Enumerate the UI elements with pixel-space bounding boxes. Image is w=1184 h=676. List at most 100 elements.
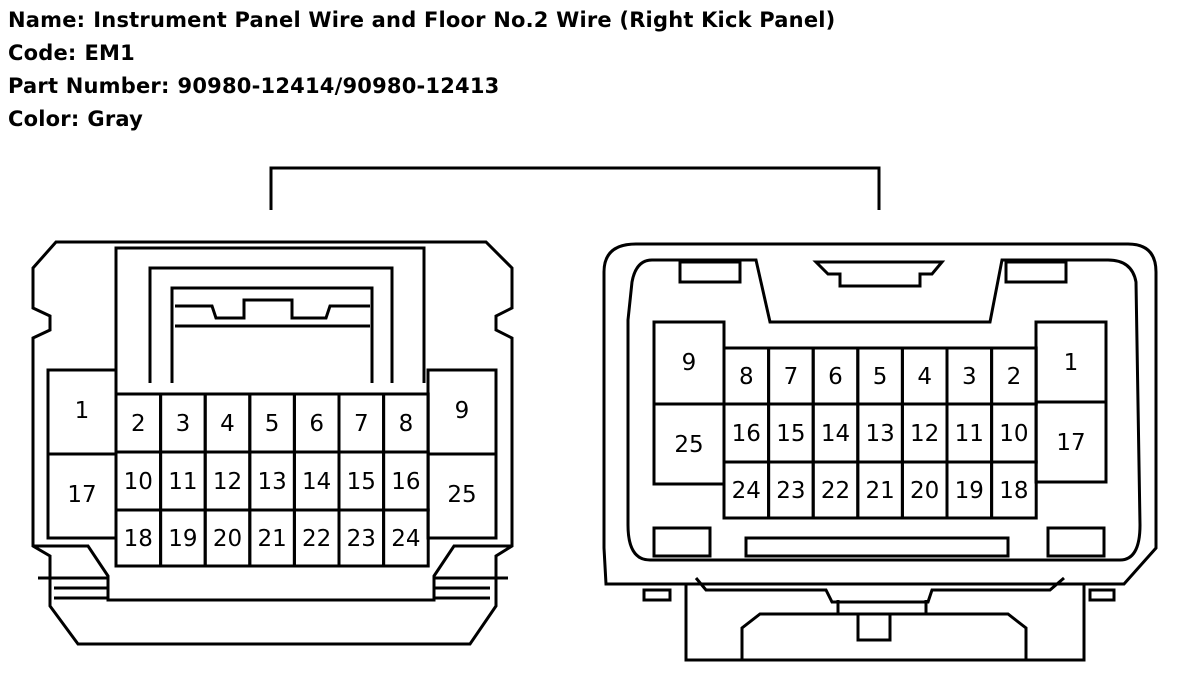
terminal-label: 19 — [955, 478, 984, 504]
name-value: Instrument Panel Wire and Floor No.2 Wir… — [93, 8, 836, 32]
code-line: Code: EM1 — [8, 37, 835, 70]
terminal-label: 25 — [674, 432, 703, 458]
terminal-9: 9 — [652, 320, 726, 406]
terminal-label: 6 — [309, 411, 324, 437]
terminal-label: 13 — [865, 421, 894, 447]
terminal-label: 10 — [999, 421, 1028, 447]
terminal-20: 20 — [203, 508, 252, 568]
terminal-18: 18 — [990, 460, 1038, 520]
terminal-2: 2 — [990, 346, 1038, 406]
terminal-23: 23 — [767, 460, 815, 520]
terminal-4: 4 — [900, 346, 949, 406]
part-number-value: 90980-12414/90980-12413 — [177, 74, 500, 98]
terminal-5: 5 — [248, 392, 296, 454]
mating-bracket — [269, 166, 881, 210]
terminal-12: 12 — [900, 402, 949, 464]
terminal-22: 22 — [811, 460, 860, 520]
terminal-1: 1 — [46, 368, 118, 456]
terminal-label: 7 — [784, 364, 799, 390]
terminal-11: 11 — [159, 450, 207, 512]
color-line: Color:Gray — [8, 103, 835, 136]
terminal-21: 21 — [856, 460, 904, 520]
terminal-label: 11 — [955, 421, 984, 447]
terminal-8: 8 — [382, 392, 430, 454]
terminal-label: 8 — [739, 364, 754, 390]
terminal-1: 1 — [1034, 320, 1108, 404]
terminal-label: 22 — [821, 478, 850, 504]
terminal-19: 19 — [945, 460, 994, 520]
terminal-6: 6 — [811, 346, 860, 406]
connector-info: Name: Instrument Panel Wire and Floor No.… — [8, 4, 835, 136]
terminal-label: 16 — [391, 469, 420, 495]
terminal-label: 20 — [910, 478, 939, 504]
terminal-label: 21 — [257, 526, 286, 552]
terminal-label: 7 — [354, 411, 369, 437]
terminal-label: 1 — [1064, 350, 1079, 376]
terminal-label: 20 — [213, 526, 242, 552]
terminal-18: 18 — [114, 508, 163, 568]
terminal-10: 10 — [114, 450, 163, 512]
terminal-label: 10 — [124, 469, 153, 495]
terminal-label: 9 — [682, 350, 697, 376]
terminal-8: 8 — [722, 346, 771, 406]
terminal-label: 23 — [347, 526, 376, 552]
terminal-label: 1 — [75, 398, 90, 424]
terminal-label: 4 — [220, 411, 235, 437]
terminal-6: 6 — [292, 392, 341, 454]
terminal-11: 11 — [945, 402, 994, 464]
terminal-16: 16 — [722, 402, 771, 464]
terminal-label: 2 — [131, 411, 146, 437]
terminal-7: 7 — [767, 346, 815, 406]
terminal-label: 23 — [776, 478, 805, 504]
terminal-25: 25 — [652, 402, 726, 486]
terminal-label: 21 — [865, 478, 894, 504]
terminal-label: 18 — [999, 478, 1028, 504]
terminal-17: 17 — [46, 452, 118, 540]
terminal-label: 25 — [447, 482, 476, 508]
terminal-label: 13 — [257, 469, 286, 495]
terminal-label: 15 — [776, 421, 805, 447]
terminal-4: 4 — [203, 392, 252, 454]
code-label: Code: — [8, 41, 77, 65]
terminal-23: 23 — [337, 508, 386, 568]
terminal-22: 22 — [292, 508, 341, 568]
terminal-label: 8 — [399, 411, 414, 437]
terminal-14: 14 — [811, 402, 860, 464]
name-label: Name: — [8, 8, 86, 32]
color-label: Color: — [8, 107, 80, 131]
terminal-label: 5 — [265, 411, 280, 437]
terminal-15: 15 — [337, 450, 386, 512]
terminal-3: 3 — [945, 346, 994, 406]
terminal-label: 12 — [910, 421, 939, 447]
terminal-label: 14 — [302, 469, 331, 495]
terminal-label: 11 — [168, 469, 197, 495]
terminal-2: 2 — [114, 392, 163, 454]
terminal-14: 14 — [292, 450, 341, 512]
terminal-10: 10 — [990, 402, 1038, 464]
terminal-16: 16 — [382, 450, 430, 512]
terminal-label: 24 — [391, 526, 420, 552]
terminal-13: 13 — [248, 450, 296, 512]
part-number-line: Part Number: 90980-12414/90980-12413 — [8, 70, 835, 103]
terminal-12: 12 — [203, 450, 252, 512]
terminal-label: 12 — [213, 469, 242, 495]
terminal-label: 14 — [821, 421, 850, 447]
terminal-label: 5 — [873, 364, 888, 390]
name-line: Name: Instrument Panel Wire and Floor No.… — [8, 4, 835, 37]
terminal-20: 20 — [900, 460, 949, 520]
terminal-24: 24 — [722, 460, 771, 520]
terminal-label: 3 — [962, 364, 977, 390]
code-value: EM1 — [84, 41, 135, 65]
terminal-label: 15 — [347, 469, 376, 495]
terminal-label: 17 — [1056, 430, 1085, 456]
terminal-24: 24 — [382, 508, 430, 568]
terminal-label: 3 — [176, 411, 191, 437]
terminal-15: 15 — [767, 402, 815, 464]
terminal-25: 25 — [426, 452, 498, 540]
terminal-label: 17 — [67, 482, 96, 508]
part-number-label: Part Number: — [8, 74, 170, 98]
terminal-label: 24 — [732, 478, 761, 504]
terminal-9: 9 — [426, 368, 498, 456]
